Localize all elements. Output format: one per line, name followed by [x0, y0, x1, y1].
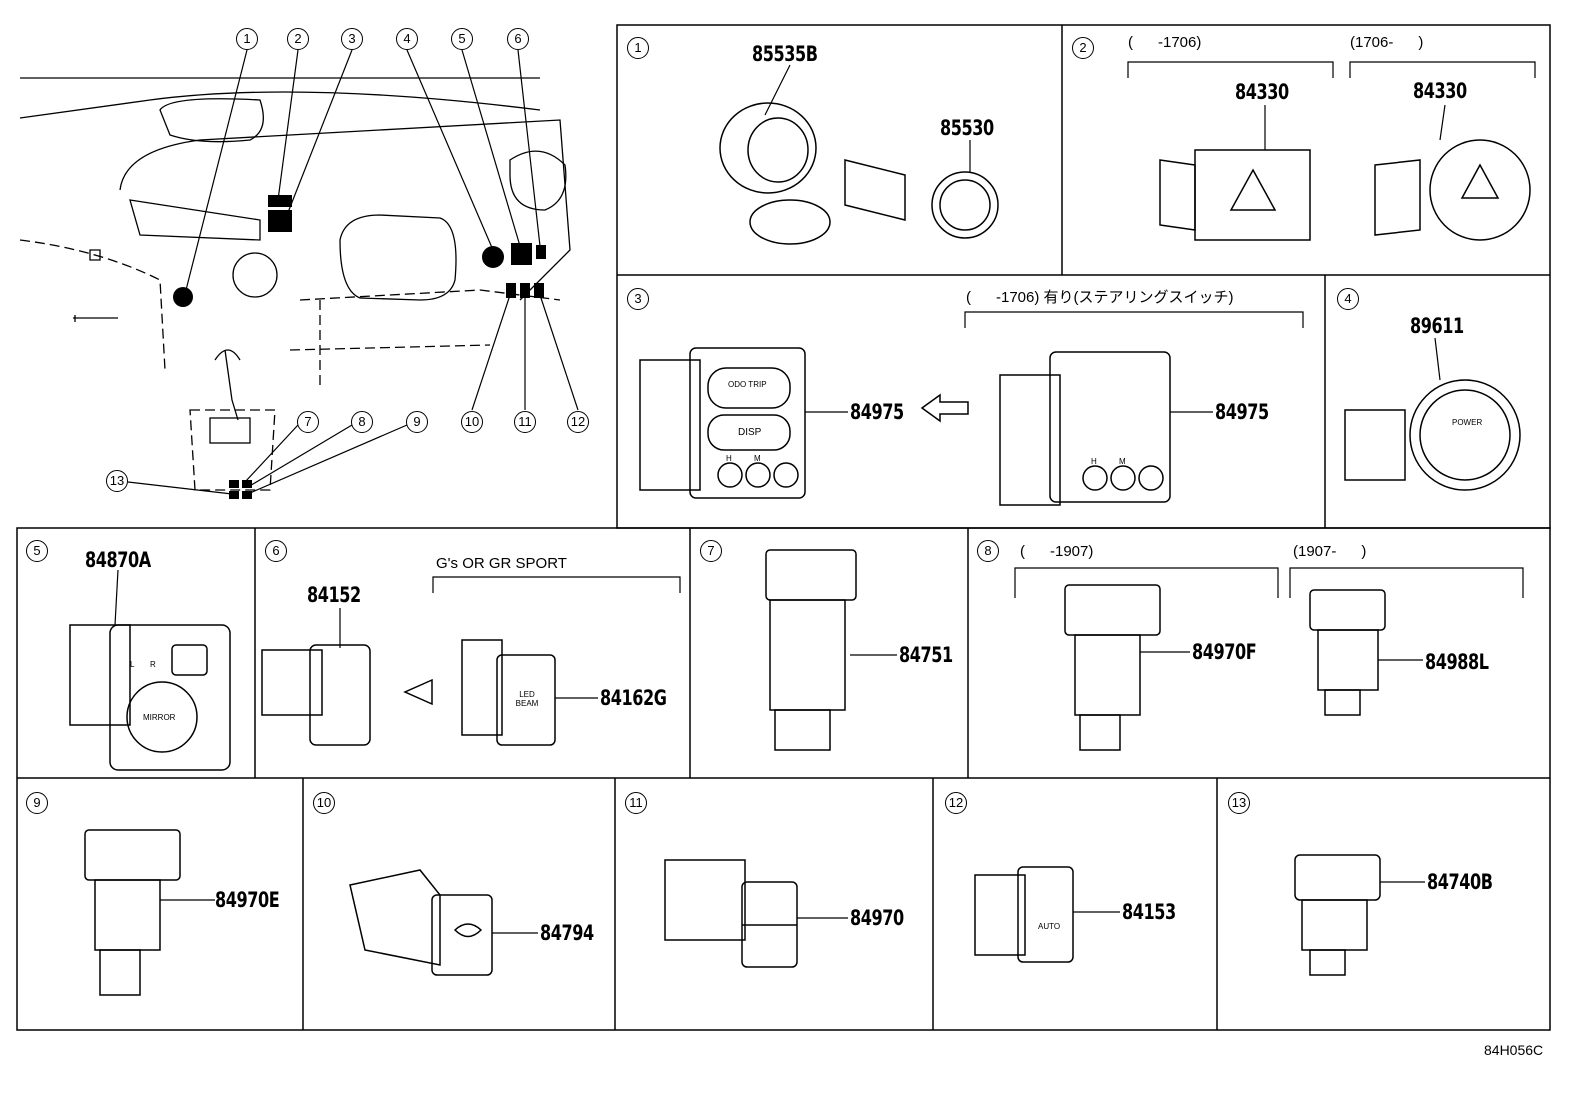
- panel-number-6: 6: [265, 540, 287, 562]
- label-power: POWER: [1452, 418, 1483, 427]
- label-disp: DISP: [738, 427, 762, 438]
- part-number-84970E[interactable]: 84970E: [215, 888, 280, 912]
- part-number-84975-a[interactable]: 84975: [850, 400, 904, 424]
- part-number-84740B[interactable]: 84740B: [1427, 870, 1493, 894]
- panel-number-4: 4: [1337, 288, 1359, 310]
- callout-8: 8: [351, 411, 373, 433]
- part-number-84153[interactable]: 84153: [1122, 900, 1176, 924]
- callout-4: 4: [396, 28, 418, 50]
- part-number-84970[interactable]: 84970: [850, 906, 904, 930]
- panel-number-13: 13: [1228, 792, 1250, 814]
- callout-7: 7: [297, 411, 319, 433]
- note-panel-3: ( -1706) 有り(ステアリングスイッチ): [966, 289, 1234, 306]
- note-panel-2-left: ( -1706): [1128, 34, 1202, 51]
- panel-number-12: 12: [945, 792, 967, 814]
- diagram-code: 84H056C: [1484, 1042, 1544, 1058]
- label-auto: AUTO: [1038, 922, 1061, 931]
- callout-10: 10: [461, 411, 483, 433]
- part-number-84152[interactable]: 84152: [307, 583, 361, 607]
- part-number-84330-b[interactable]: 84330: [1413, 79, 1467, 103]
- part-number-84751[interactable]: 84751: [899, 643, 953, 667]
- panel-number-8: 8: [977, 540, 999, 562]
- part-number-84870A[interactable]: 84870A: [85, 548, 151, 572]
- panel-number-2: 2: [1072, 37, 1094, 59]
- label-led-beam: LED BEAM: [515, 690, 539, 708]
- panel-number-10: 10: [313, 792, 335, 814]
- label-l: L: [130, 660, 135, 669]
- note-panel-8-left: ( -1907): [1020, 543, 1094, 560]
- part-number-85535B[interactable]: 85535B: [752, 42, 818, 66]
- overview-switch-markers: [173, 195, 546, 499]
- label-h: H: [726, 454, 732, 463]
- callout-6: 6: [507, 28, 529, 50]
- part-number-84330-a[interactable]: 84330: [1235, 80, 1289, 104]
- callout-13: 13: [106, 470, 128, 492]
- panel-number-3: 3: [627, 288, 649, 310]
- label-odo-trip: ODO TRIP: [728, 380, 767, 389]
- callout-1: 1: [236, 28, 258, 50]
- panel-number-1: 1: [627, 37, 649, 59]
- part-number-84988L[interactable]: 84988L: [1425, 650, 1489, 674]
- panel-number-11: 11: [625, 792, 647, 814]
- part-number-84794[interactable]: 84794: [540, 921, 594, 945]
- label-m-2: M: [1119, 457, 1126, 466]
- part-number-84162G[interactable]: 84162G: [600, 686, 667, 710]
- note-panel-2-right: (1706- ): [1350, 34, 1424, 51]
- label-mirror: MIRROR: [143, 713, 176, 722]
- part-leaders: [114, 64, 1446, 934]
- label-r: R: [150, 660, 156, 669]
- panel-grid: [16, 24, 1551, 1031]
- note-brackets: [432, 61, 1536, 598]
- label-h-2: H: [1091, 457, 1097, 466]
- note-panel-8-right: (1907- ): [1293, 543, 1367, 560]
- callout-12: 12: [567, 411, 589, 433]
- callout-5: 5: [451, 28, 473, 50]
- callout-9: 9: [406, 411, 428, 433]
- panel-number-5: 5: [26, 540, 48, 562]
- callout-2: 2: [287, 28, 309, 50]
- part-number-84970F[interactable]: 84970F: [1192, 640, 1257, 664]
- callout-leaders: [127, 49, 579, 495]
- callout-3: 3: [341, 28, 363, 50]
- part-number-85530[interactable]: 85530: [940, 116, 994, 140]
- panel-number-9: 9: [26, 792, 48, 814]
- part-number-89611[interactable]: 89611: [1410, 314, 1464, 338]
- panel-number-7: 7: [700, 540, 722, 562]
- callout-11: 11: [514, 411, 536, 433]
- note-panel-6: G's OR GR SPORT: [436, 555, 567, 572]
- dashboard-overview-sketch: [19, 77, 571, 491]
- part-number-84975-b[interactable]: 84975: [1215, 400, 1269, 424]
- label-m: M: [754, 454, 761, 463]
